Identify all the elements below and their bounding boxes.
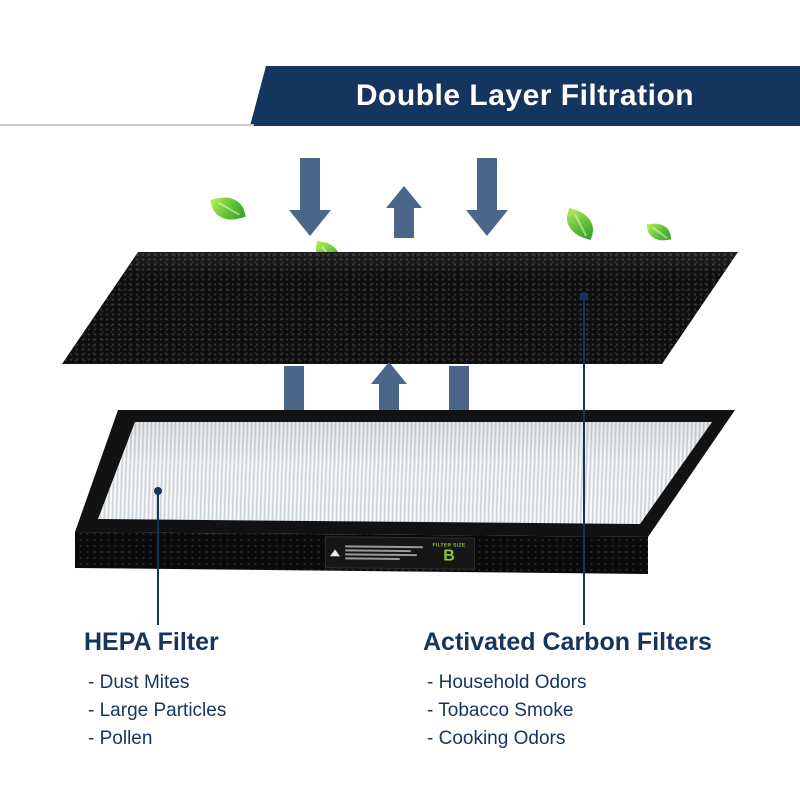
up-arrow-icon xyxy=(386,186,422,238)
banner-baseline-rule xyxy=(0,124,254,126)
down-arrow-icon xyxy=(289,158,331,236)
hepa-caption: HEPA Filter - Dust Mites - Large Particl… xyxy=(84,628,226,753)
up-arrow-icon xyxy=(371,362,407,416)
carbon-heading: Activated Carbon Filters xyxy=(423,628,712,656)
leaf-icon xyxy=(562,207,598,241)
hepa-callout-line xyxy=(157,493,159,625)
leaf-icon xyxy=(646,221,672,243)
diagram-title: Double Layer Filtration xyxy=(355,79,695,112)
sticker-text-lines xyxy=(345,545,423,560)
leaf-icon xyxy=(210,192,246,225)
title-banner: Double Layer Filtration xyxy=(250,66,800,126)
carbon-caption: Activated Carbon Filters - Household Odo… xyxy=(423,628,712,753)
carbon-item: - Household Odors xyxy=(427,672,587,693)
sticker-up-arrow-icon xyxy=(330,548,340,556)
carbon-callout-line xyxy=(583,298,585,625)
carbon-item: - Tobacco Smoke xyxy=(427,700,574,721)
hepa-pleated-media xyxy=(98,422,712,524)
hepa-item: - Large Particles xyxy=(88,700,227,721)
activated-carbon-filter-layer xyxy=(62,252,738,364)
sticker-size-letter: B xyxy=(443,546,455,565)
hepa-item: - Pollen xyxy=(88,728,153,749)
hepa-item: - Dust Mites xyxy=(88,672,190,693)
down-arrow-icon xyxy=(466,158,508,236)
hepa-heading: HEPA Filter xyxy=(84,628,219,656)
sticker-size-badge: FILTER SIZE B xyxy=(428,542,470,565)
carbon-callout-dot xyxy=(580,292,588,300)
carbon-item: - Cooking Odors xyxy=(427,728,566,749)
hepa-callout-dot xyxy=(154,487,162,495)
filter-size-sticker: FILTER SIZE B xyxy=(325,536,475,570)
